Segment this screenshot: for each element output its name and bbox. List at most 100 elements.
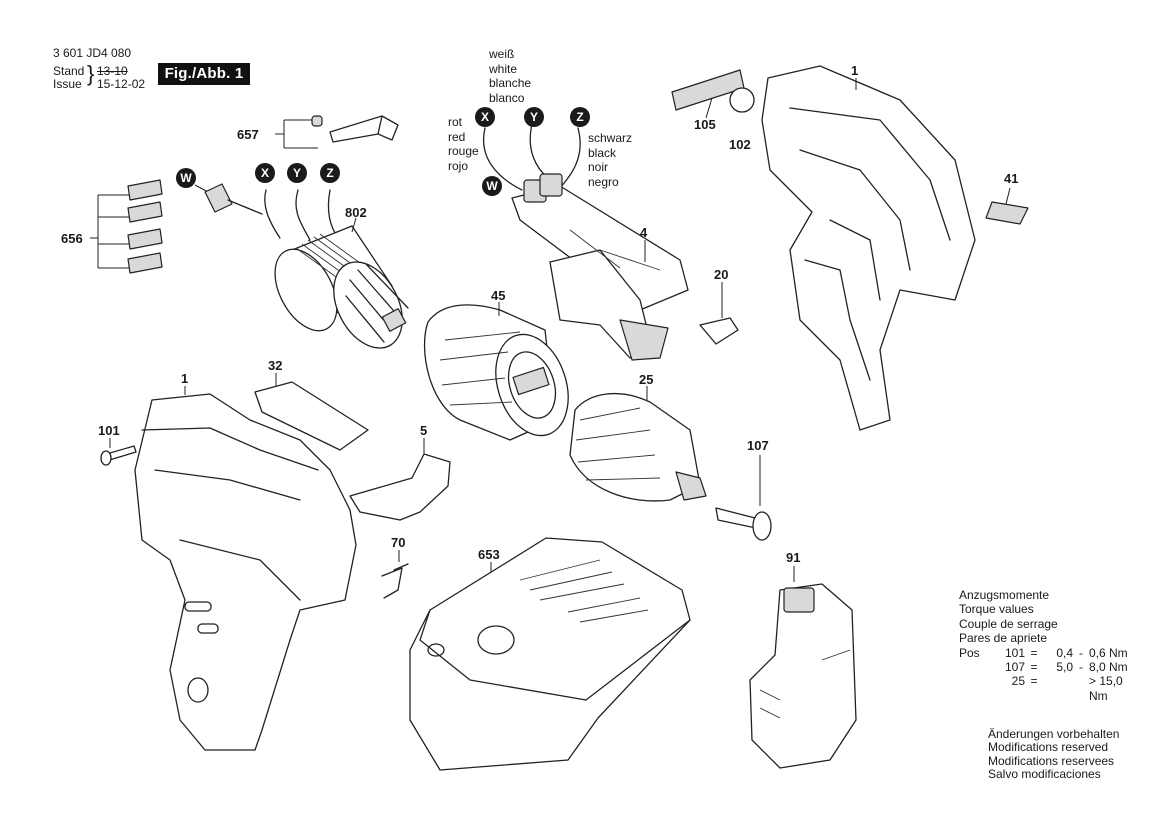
part-656-brush-set [90, 179, 163, 274]
label-5: 5 [420, 423, 428, 438]
brace-glyph: } [87, 61, 95, 86]
torque-row: 107 = 5,0 - 8,0 Nm [959, 660, 1143, 674]
torque-from: 5,0 [1056, 660, 1073, 675]
mods-fr: Modifications reservees [988, 753, 1115, 768]
label-802: 802 [345, 205, 367, 220]
torque-pos: 25 [1011, 674, 1025, 689]
mods-en: Modifications reserved [988, 740, 1109, 755]
wire-red-es: rojo [448, 158, 469, 173]
torque-eq: = [1030, 674, 1038, 689]
part-105-102-led [671, 69, 755, 119]
label-101: 101 [98, 423, 120, 438]
part-107-screw [715, 455, 772, 541]
label-70: 70 [391, 535, 406, 550]
part-91-battery [749, 566, 857, 769]
torque-pos-label [959, 674, 995, 703]
part-70-spring [381, 550, 409, 599]
label-653: 653 [478, 547, 500, 562]
part-45-gearbox [423, 304, 569, 441]
label-656: 656 [61, 231, 83, 246]
torque-table: Anzugsmomente Torque values Couple de se… [959, 588, 1143, 703]
torque-title-de: Anzugsmomente [959, 588, 1050, 602]
label-45: 45 [491, 288, 506, 303]
wire-black-labels: schwarz black noir negro [588, 131, 632, 189]
wire-white-en: white [489, 61, 518, 76]
torque-row: 25 = > 15,0 Nm [959, 674, 1143, 703]
wire-white-de: weiß [489, 47, 515, 61]
stand-date: 13-10 [97, 64, 128, 78]
part-1-housing-right [761, 65, 976, 431]
torque-title-fr: Couple de serrage [959, 616, 1058, 631]
torque-pos-label [959, 660, 995, 674]
figure-label: Fig./Abb. 1 [158, 63, 250, 85]
connector-w-plug: W [176, 168, 196, 188]
wire-black-en: black [588, 145, 617, 160]
label-107: 107 [747, 438, 769, 453]
wire-red-de: rot [448, 115, 463, 129]
part-101-screw [100, 438, 137, 466]
label-105: 105 [694, 117, 716, 132]
issue-label: Issue [53, 76, 82, 91]
part-25-chuck [569, 392, 707, 502]
part-number: 3 601 JD4 080 [53, 46, 132, 60]
label-1-left: 1 [181, 371, 189, 386]
part-1-housing-left [134, 386, 357, 751]
stand-label: Stand [53, 64, 85, 78]
torque-eq: = [1030, 645, 1038, 660]
wire-black-de: schwarz [588, 131, 633, 145]
connector-x-motor: X [255, 163, 275, 183]
label-41: 41 [1004, 171, 1019, 186]
wire-white-labels: weiß white blanche blanco [489, 47, 531, 105]
label-91: 91 [786, 550, 801, 565]
torque-pos: 101 [1004, 645, 1025, 660]
label-25: 25 [639, 372, 654, 387]
torque-to: > 15,0 Nm [1089, 674, 1123, 703]
torque-pos: 107 [1004, 660, 1025, 675]
stand-issue-labels: Stand Issue [53, 65, 84, 90]
issue-date: 15-12-02 [97, 76, 146, 91]
part-20-switch-cap [699, 317, 739, 345]
torque-dash [1073, 674, 1089, 703]
torque-from [1043, 674, 1073, 703]
stand-issue-dates: 13-10 15-12-02 [97, 65, 145, 90]
wire-red-labels: rot red rouge rojo [448, 115, 479, 173]
part-4-switch [483, 123, 689, 361]
wire-red-en: red [448, 129, 466, 144]
torque-row: Pos 101 = 0,4 - 0,6 Nm [959, 646, 1143, 660]
connector-y-motor: Y [287, 163, 307, 183]
label-657: 657 [237, 127, 259, 142]
torque-from: 0,4 [1056, 645, 1073, 660]
torque-pos-label: Pos [959, 645, 980, 660]
wire-black-es: negro [588, 174, 619, 189]
part-653-charger [409, 537, 691, 771]
part-5-slider [349, 438, 451, 521]
label-102: 102 [729, 137, 751, 152]
connector-y-top: Y [524, 107, 544, 127]
label-32: 32 [268, 358, 283, 373]
mods-de: Änderungen vorbehalten [988, 727, 1120, 741]
part-657-belt-clip [275, 115, 399, 149]
torque-eq: = [1030, 660, 1038, 675]
part-802-motor [264, 189, 409, 349]
connector-w-switch: W [482, 176, 502, 196]
wire-white-fr: blanche [489, 76, 532, 90]
torque-to: 8,0 Nm [1089, 660, 1128, 675]
part-41-label [985, 187, 1029, 225]
label-1-right: 1 [851, 63, 859, 78]
part-32-cover [254, 373, 369, 451]
wire-red-fr: rouge [448, 144, 479, 158]
connector-x-top: X [475, 107, 495, 127]
label-4: 4 [640, 225, 648, 240]
mods-es: Salvo modificaciones [988, 766, 1101, 781]
torque-dash: - [1079, 645, 1083, 660]
torque-title-es: Pares de apriete [959, 631, 1048, 646]
torque-to: 0,6 Nm [1089, 645, 1128, 660]
torque-dash: - [1079, 660, 1083, 675]
wire-black-fr: noir [588, 160, 609, 174]
modifications-notice: Änderungen vorbehalten Modifications res… [988, 727, 1120, 781]
connector-z-top: Z [570, 107, 590, 127]
label-20: 20 [714, 267, 729, 282]
connector-z-motor: Z [320, 163, 340, 183]
